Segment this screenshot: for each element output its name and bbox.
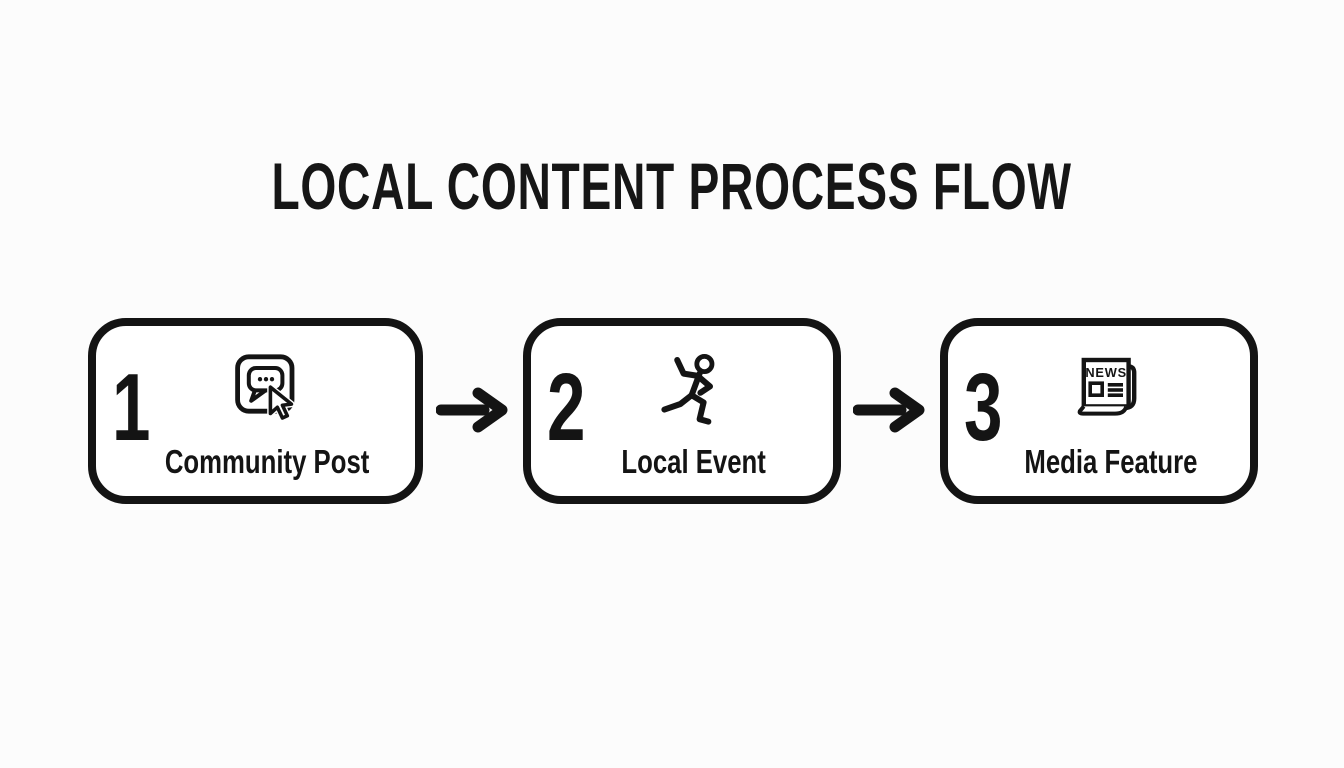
step-label: Community Post xyxy=(165,443,370,480)
right-arrow-icon xyxy=(436,386,510,434)
step-number-3: 3 xyxy=(964,354,1003,462)
runner-icon xyxy=(654,352,734,432)
newspaper-icon: NEWS xyxy=(1071,352,1151,432)
step-box-local-event: 2 Local Event xyxy=(523,318,841,504)
step-number-2: 2 xyxy=(547,354,586,462)
page-title: LOCAL CONTENT PROCESS FLOW xyxy=(271,149,1073,223)
step-box-community-post: 1 Community Post xyxy=(88,318,423,504)
step-box-media-feature: 3 NEWS Media Feature xyxy=(940,318,1258,504)
chat-click-icon xyxy=(228,352,308,432)
right-arrow-icon xyxy=(853,386,927,434)
step-number-1: 1 xyxy=(112,354,151,462)
step-label: Media Feature xyxy=(1024,443,1198,480)
newspaper-masthead-text: NEWS xyxy=(1085,365,1127,380)
step-label: Local Event xyxy=(621,443,767,480)
